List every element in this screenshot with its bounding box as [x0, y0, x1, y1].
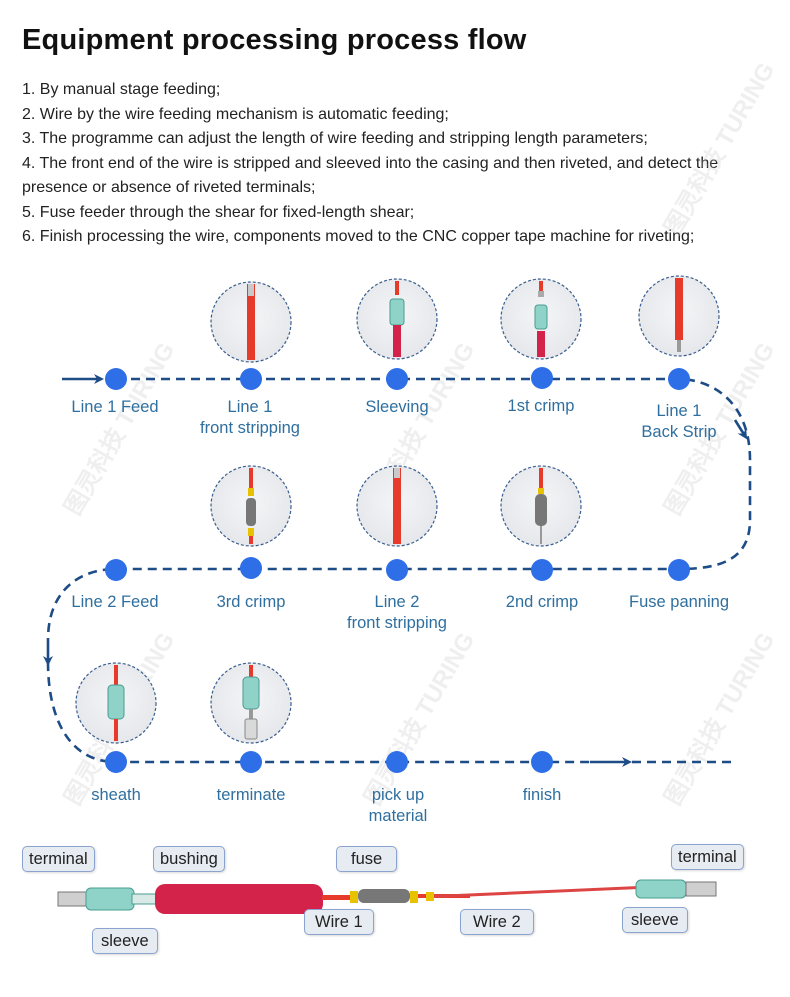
step-item: 1. By manual stage feeding;	[22, 81, 221, 98]
step-item: 6. Finish processing the wire, component…	[22, 228, 695, 245]
stage-image-line2-strip	[356, 465, 438, 547]
flow-label-fuse-panning: Fuse panning	[629, 593, 729, 611]
flow-label-1st-crimp: 1st crimp	[507, 397, 575, 415]
flow-label-3rd-crimp: 3rd crimp	[216, 593, 286, 611]
callout-terminal-left: terminal	[22, 846, 95, 872]
flow-node	[240, 751, 262, 773]
stage-image-terminate	[210, 662, 292, 744]
flow-label-2nd-crimp: 2nd crimp	[505, 593, 579, 611]
flow-node	[531, 751, 553, 773]
label-line: Line 1 Back Strip	[641, 402, 717, 441]
step-item: 5. Fuse feeder through the shear for fix…	[22, 203, 415, 221]
step-item: 2. Wire by the wire feeding mechanism is…	[22, 105, 449, 123]
callout-sleeve-right: sleeve	[622, 907, 688, 933]
step-item: 4. The front end of the wire is stripped…	[22, 154, 719, 197]
flow-node	[386, 751, 408, 773]
flow-label-finish: finish	[522, 786, 562, 804]
flow-node	[240, 368, 262, 390]
stage-image-back-strip	[638, 275, 720, 357]
flow-label-line1-feed: Line 1 Feed	[71, 398, 159, 416]
stage-image-2nd-crimp	[500, 465, 582, 547]
flow-nodes	[105, 367, 690, 773]
flow-node	[531, 559, 553, 581]
flow-node	[240, 557, 262, 579]
flow-label-sheath: sheath	[91, 786, 141, 804]
process-steps-list: 1. By manual stage feeding; 2. Wire by t…	[22, 78, 772, 250]
flow-node	[386, 368, 408, 390]
flow-label-pick-up: pick up material	[369, 785, 428, 827]
flow-label-line2-front-strip: Line 2 front stripping	[347, 592, 447, 634]
stage-image-sheath	[75, 662, 157, 744]
label-line: Line 1 front stripping	[200, 398, 300, 437]
page-title: Equipment processing process flow	[22, 24, 527, 56]
flow-label-line2-feed: Line 2 Feed	[71, 593, 159, 611]
flow-node	[386, 559, 408, 581]
stage-image-sleeving	[356, 278, 438, 360]
flow-node	[531, 367, 553, 389]
callout-wire2: Wire 2	[460, 909, 534, 935]
callout-sleeve-left: sleeve	[92, 928, 158, 954]
flow-label-terminate: terminate	[216, 786, 286, 804]
flow-node	[105, 368, 127, 390]
stage-image-3rd-crimp	[210, 465, 292, 547]
flow-label-line1-front-strip: Line 1 front stripping	[200, 397, 300, 439]
callout-wire1: Wire 1	[304, 909, 374, 935]
stage-image-1st-crimp	[500, 278, 582, 360]
callout-fuse: fuse	[336, 846, 398, 872]
step-item: 3. The programme can adjust the length o…	[22, 130, 648, 147]
wire-assembly-illustration	[57, 879, 717, 914]
flow-node	[105, 751, 127, 773]
stage-image-front-strip	[210, 281, 292, 363]
callout-bushing: bushing	[153, 846, 225, 872]
flow-label-line1-back-strip: Line 1 Back Strip	[641, 401, 716, 443]
flow-node	[105, 559, 127, 581]
flow-node	[668, 559, 690, 581]
label-line: pick up material	[368, 786, 428, 825]
flow-node	[668, 368, 690, 390]
label-line: Line 2 front stripping	[347, 593, 447, 632]
flow-label-sleeving: Sleeving	[365, 398, 429, 416]
callout-terminal-right: terminal	[671, 844, 744, 870]
